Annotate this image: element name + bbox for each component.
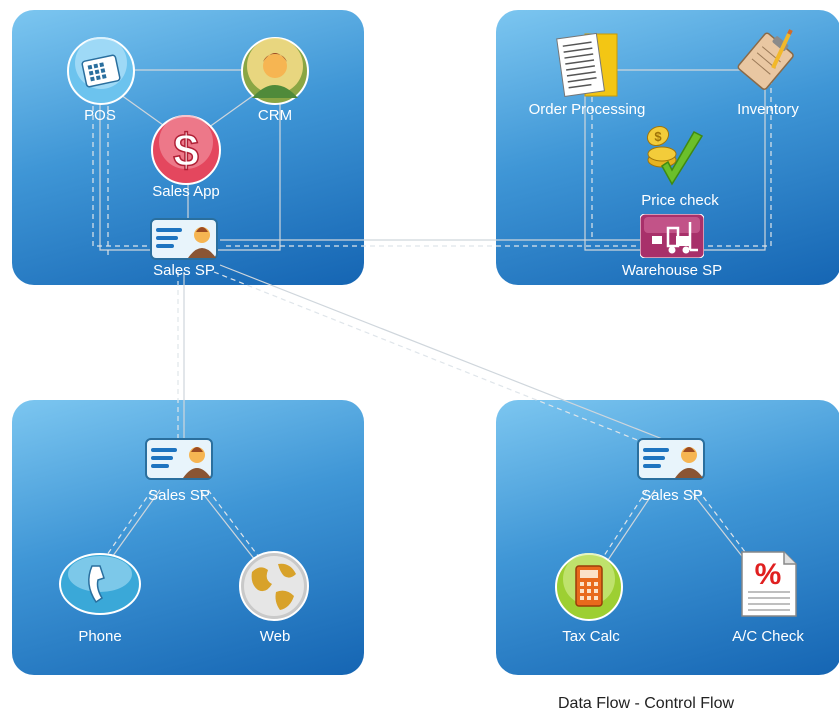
sales-sp-label: Sales SP <box>153 262 215 279</box>
order-processing-label: Order Processing <box>528 101 646 118</box>
diagram-caption: Data Flow - Control Flow <box>558 695 735 712</box>
connector-finance-taxcalc <box>607 489 656 561</box>
connector-sales-frame <box>99 69 281 251</box>
id-card-icon <box>150 218 218 260</box>
connector-sales-finance <box>219 264 666 441</box>
web-label: Web <box>259 628 291 645</box>
clipboard-pencil-icon <box>737 29 794 90</box>
ac-check-label: A/C Check <box>732 628 804 645</box>
price-check-label: Price check <box>641 192 719 209</box>
channels-sales-sp-label: Sales SP <box>148 487 210 504</box>
phone-label: Phone <box>78 628 122 645</box>
globe-icon <box>239 551 309 621</box>
finance-sales-sp-label: Sales SP <box>641 487 703 504</box>
sales-app-label: Sales App <box>152 183 220 200</box>
connector-channels-web <box>199 489 256 561</box>
calculator-icon <box>555 553 623 621</box>
cash-register-icon <box>67 37 135 105</box>
svg-text:$: $ <box>654 129 662 144</box>
id-card-icon <box>637 438 705 480</box>
telephone-icon <box>59 553 141 615</box>
connector-warehouse-frame <box>584 69 766 251</box>
svg-text:%: % <box>755 558 782 591</box>
pos-label: POS <box>84 107 116 124</box>
forklift-icon <box>640 214 704 258</box>
connector-channels-phone <box>109 489 161 561</box>
person-icon <box>241 37 309 105</box>
dollar-icon: $ <box>151 115 221 185</box>
percent-document-icon: % <box>741 551 797 617</box>
coins-checkmark-icon: $ <box>646 125 704 186</box>
connector-finance-accheck <box>689 489 746 561</box>
svg-text:$: $ <box>173 124 199 176</box>
inventory-label: Inventory <box>737 101 799 118</box>
tax-calc-label: Tax Calc <box>562 628 620 645</box>
id-card-icon <box>145 438 213 480</box>
folder-documents-icon <box>556 32 618 97</box>
warehouse-sp-label: Warehouse SP <box>621 262 723 279</box>
crm-label: CRM <box>257 107 293 124</box>
